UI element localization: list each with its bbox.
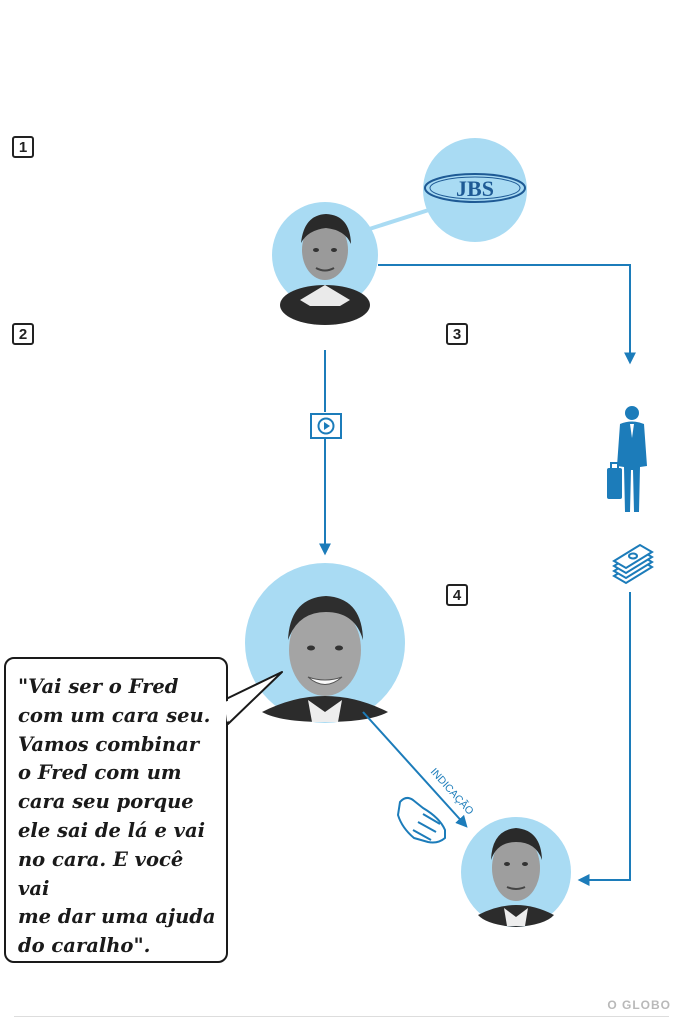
footer-divider <box>14 1016 669 1017</box>
step-3-badge: 3 <box>446 323 468 345</box>
quote-text: "Vai ser o Fred com um cara seu. Vamos c… <box>18 675 216 958</box>
arrow-money-to-person3 <box>577 592 631 886</box>
step-1-badge: 1 <box>12 136 34 158</box>
pointing-hand-icon <box>397 796 446 844</box>
jbs-logo: JBS <box>423 138 527 242</box>
person-1-portrait <box>272 202 378 325</box>
video-play-icon <box>310 413 342 439</box>
speech-bubble: "Vai ser o Fred com um cara seu. Vamos c… <box>4 657 228 963</box>
person-2-portrait <box>245 563 405 723</box>
arrow-to-businessman <box>378 264 636 365</box>
step-2-badge: 2 <box>12 323 34 345</box>
jbs-logo-text: JBS <box>456 176 494 201</box>
arrow-indicacao <box>362 711 468 828</box>
businessman-icon <box>607 406 647 512</box>
link-connector <box>359 206 436 234</box>
credit-label: O GLOBO <box>607 998 671 1012</box>
money-stack-icon <box>612 543 654 585</box>
person-3-portrait <box>461 817 571 927</box>
step-4-badge: 4 <box>446 584 468 606</box>
